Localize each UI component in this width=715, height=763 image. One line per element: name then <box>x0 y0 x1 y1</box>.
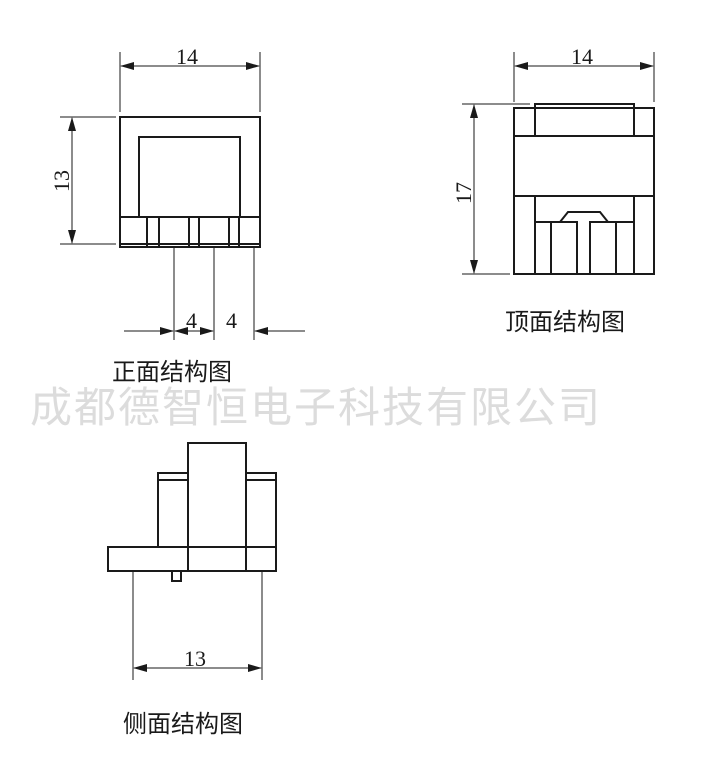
top-leg-4 <box>633 195 655 275</box>
top-leg-3 <box>589 221 617 275</box>
top-width-label: 14 <box>571 44 593 69</box>
top-view: 14 17 顶面结构图 <box>451 44 655 336</box>
side-pin-stub <box>171 570 182 582</box>
side-shoulder-left <box>157 472 189 548</box>
top-height-label: 17 <box>451 182 476 204</box>
top-leg-2 <box>550 221 578 275</box>
top-leg-1 <box>513 195 536 275</box>
front-width-label: 14 <box>176 44 198 69</box>
front-height-label: 13 <box>49 170 74 192</box>
top-view-caption: 顶面结构图 <box>505 308 625 336</box>
side-view-caption: 侧面结构图 <box>123 710 243 738</box>
front-view-caption: 正面结构图 <box>112 358 232 386</box>
top-band <box>513 135 655 197</box>
front-pitch-label-2: 4 <box>226 308 237 333</box>
front-socket-2 <box>158 216 190 248</box>
watermark-text: 成都德智恒电子科技有限公司 <box>30 383 602 432</box>
front-socket-1 <box>119 216 148 248</box>
side-base-plate <box>107 546 277 572</box>
side-width-label: 13 <box>184 646 206 671</box>
side-view: 13 侧面结构图 <box>107 442 277 738</box>
front-pitch-label-1: 4 <box>186 308 197 333</box>
front-socket-3 <box>198 216 230 248</box>
front-view: 14 13 4 4 正面结构图 <box>49 44 305 386</box>
top-lower-block <box>534 196 635 223</box>
front-socket-4 <box>238 216 261 248</box>
side-core <box>187 442 247 572</box>
side-shoulder-right <box>245 472 277 548</box>
front-window <box>138 136 241 218</box>
